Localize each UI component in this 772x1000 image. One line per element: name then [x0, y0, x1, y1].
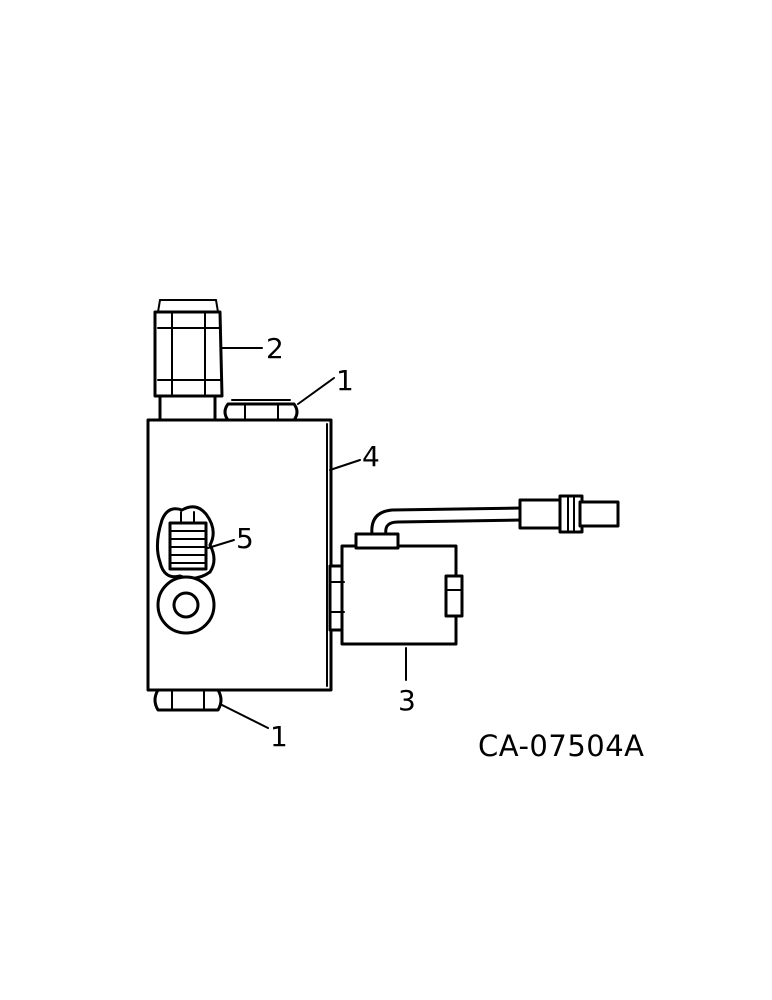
- relief-valve-cartridge: [153, 299, 224, 424]
- callout-bottom-fitting: 1: [270, 720, 288, 753]
- port-plug: [156, 575, 216, 635]
- solenoid-wire-connector: [370, 494, 620, 536]
- callout-adjuster: 5: [236, 522, 254, 555]
- callout-valve-body: 4: [362, 440, 380, 473]
- callout-relief-valve: 2: [266, 332, 284, 365]
- top-fitting: [223, 399, 299, 422]
- solenoid: [328, 532, 464, 646]
- adjuster-window: [155, 505, 216, 580]
- bottom-fitting: [153, 688, 223, 712]
- leader-lines: [207, 347, 407, 729]
- drawing-id: CA-07504A: [478, 729, 645, 763]
- callout-top-fitting: 1: [336, 364, 354, 397]
- callout-solenoid: 3: [398, 684, 416, 717]
